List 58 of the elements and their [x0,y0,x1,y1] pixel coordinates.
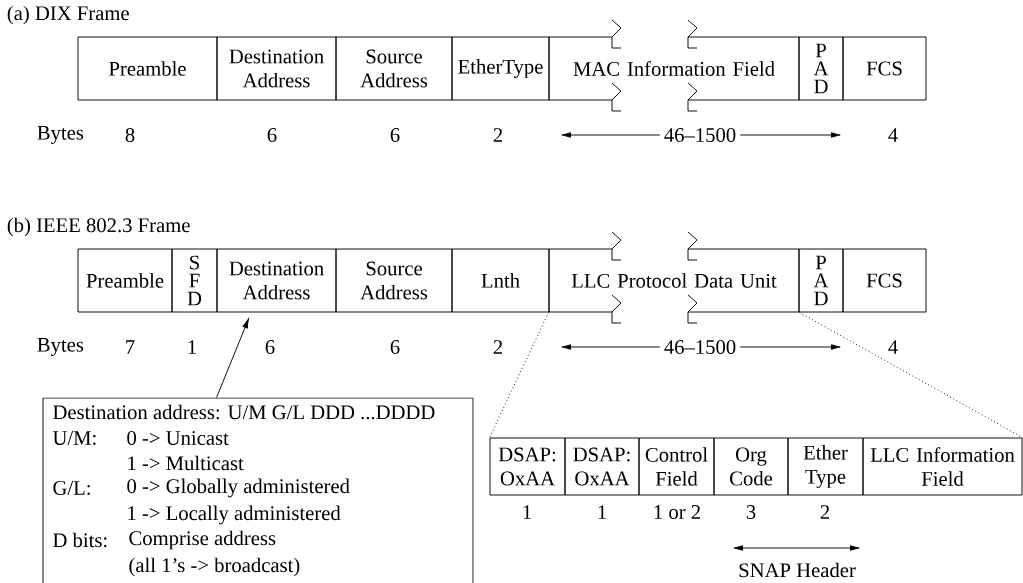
field-box: MAC Information Field [548,19,800,112]
note-text: D bits: [53,532,107,548]
byte-count: 6 [390,340,400,354]
bytes-label: Bytes [37,126,84,144]
field-box: Control Field [638,437,715,496]
field-box: Preamble [77,36,218,101]
field-box: DSAP: OxAA [564,437,640,496]
frame-heading: (a) DIX Frame [7,5,129,25]
field-box: S F D [171,248,218,313]
byte-count: 46–1500 [659,336,741,358]
note-text: 1 -> Locally administered [128,505,341,525]
note-text: (all 1’s -> broadcast) [129,557,300,577]
byte-count: 8 [125,128,135,142]
header-label: SNAP Header [739,562,856,578]
byte-count: 1 [188,340,196,354]
byte-count: 4 [888,340,898,354]
arrow [216,318,249,398]
field-box: Ether Type [787,437,864,496]
note-text: Destination address: U/M G/L DDD ...DDDD [53,404,435,420]
byte-count: 2 [493,340,502,354]
byte-count: 7 [126,340,135,354]
byte-count: 6 [390,128,400,142]
field-box: Org Code [713,437,789,496]
note-text: U/M: [52,431,96,445]
byte-count: 1 [523,505,531,519]
byte-count: 4 [888,128,898,142]
field-box: LLC Information Field [862,437,1023,496]
field-box: Destination Address [216,248,337,313]
note-box [42,397,474,583]
field-box: EtherType [451,36,550,101]
field-box: Source Address [335,248,453,313]
field-box: P A D [798,248,844,313]
field-box: Lnth [451,248,550,313]
field-box: Preamble [77,248,173,313]
field-box: P A D [798,36,844,101]
field-box: DSAP: OxAA [489,437,566,496]
note-text: 0 -> Unicast [127,431,229,445]
note-text: 1 -> Multicast [128,455,244,471]
byte-count: 3 [746,505,756,519]
note-text: 0 -> Globally administered [127,478,350,498]
leader-line [489,312,549,438]
note-text: Comprise address [129,530,276,550]
field-box: Destination Address [216,36,337,101]
note-text: G/L: [53,481,90,495]
field-box: FCS [842,248,927,313]
byte-count: 1 [598,505,606,519]
field-box: FCS [842,36,927,101]
byte-count: 46–1500 [659,124,741,146]
bytes-label: Bytes [37,338,84,356]
byte-count: 2 [493,128,502,142]
byte-count: 1 or 2 [654,505,700,519]
frame-heading: (b) IEEE 802.3 Frame [7,217,190,237]
field-box: LLC Protocol Data Unit [548,231,800,324]
leader-line [799,312,1023,438]
field-box: Source Address [335,36,453,101]
byte-count: 6 [265,340,275,354]
byte-count: 2 [820,505,829,519]
byte-count: 6 [267,128,277,142]
